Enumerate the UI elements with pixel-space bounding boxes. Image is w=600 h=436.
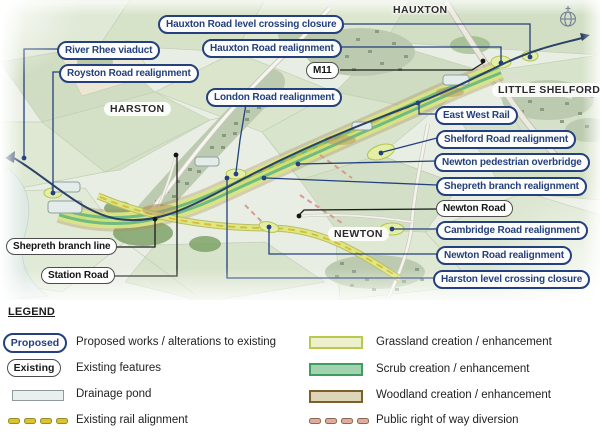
legend-swatch-woodland: [309, 390, 363, 403]
legend-swatch-existing-pill: Existing: [7, 359, 61, 377]
place-label-newton: NEWTON: [328, 227, 389, 241]
callout-newton-road-realignment: Newton Road realignment: [436, 246, 572, 265]
legend-label-existing-features: Existing features: [76, 362, 162, 374]
map-area: Hauxton Road level crossing closure Rive…: [0, 0, 600, 312]
place-label-hauxton: HAUXTON: [393, 4, 448, 16]
callout-harston-level-crossing-closure: Harston level crossing closure: [433, 270, 591, 289]
callout-station-road: Station Road: [41, 267, 116, 284]
rail-arrow-ne: [580, 33, 590, 41]
place-label-harston: HARSTON: [104, 102, 171, 116]
existing-rail-dashes: [229, 106, 411, 187]
rail-line: [5, 33, 590, 222]
callout-cambridge-road-realignment: Cambridge Road realignment: [436, 221, 588, 240]
legend-label-proposed-works: Proposed works / alterations to existing: [76, 336, 277, 348]
callout-shepreth-branch-line: Shepreth branch line: [6, 238, 118, 255]
place-label-little-shelford: LITTLE SHELFORD: [492, 83, 600, 97]
legend-swatch-grassland: [309, 336, 363, 349]
legend-label-scrub: Scrub creation / enhancement: [376, 363, 530, 375]
legend-swatch-prow: [309, 418, 369, 424]
legend-swatch-scrub: [309, 363, 363, 376]
callout-river-rhee-viaduct: River Rhee viaduct: [57, 41, 161, 60]
callout-shepreth-branch-realignment: Shepreth branch realignment: [436, 177, 587, 196]
legend: LEGEND Proposed Proposed works / alterat…: [0, 300, 600, 436]
callout-m11: M11: [306, 62, 339, 79]
rail-arrow-sw: [5, 151, 15, 163]
legend-swatch-proposed-pill: Proposed: [3, 333, 67, 353]
callout-london-road-realignment: London Road realignment: [206, 88, 343, 107]
village-newton: [325, 255, 425, 291]
legend-swatch-drainage-pond: [12, 390, 64, 401]
legend-label-drainage-pond: Drainage pond: [76, 388, 152, 400]
callout-shelford-road-realignment: Shelford Road realignment: [436, 130, 577, 149]
callout-hauxton-road-realignment: Hauxton Road realignment: [202, 39, 342, 58]
legend-label-woodland: Woodland creation / enhancement: [376, 389, 551, 401]
legend-title: LEGEND: [8, 306, 56, 318]
leader-dots-existing: [152, 58, 486, 222]
legend-label-existing-rail: Existing rail alignment: [76, 414, 188, 426]
callout-newton-road: Newton Road: [436, 200, 513, 217]
leader-dots-proposed: [21, 54, 533, 232]
leader-lines-proposed: [23, 23, 531, 279]
callout-east-west-rail: East West Rail: [435, 106, 518, 125]
callout-newton-pedestrian-overbridge: Newton pedestrian overbridge: [434, 153, 590, 172]
callout-royston-road-realignment: Royston Road realignment: [59, 64, 199, 83]
leader-lines-existing: [108, 62, 484, 277]
legend-label-prow: Public right of way diversion: [376, 414, 519, 426]
legend-swatch-existing-rail: [8, 418, 68, 424]
callout-hauxton-road-level-crossing-closure: Hauxton Road level crossing closure: [158, 15, 345, 34]
legend-label-grassland: Grassland creation / enhancement: [376, 336, 552, 348]
